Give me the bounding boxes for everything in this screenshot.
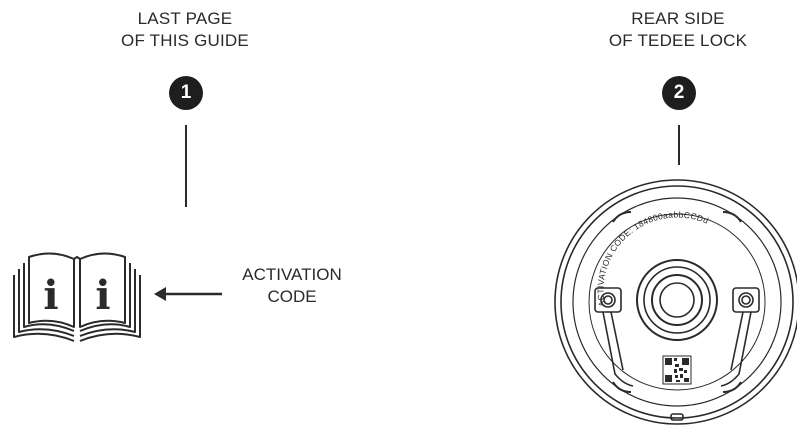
step-2-connector-line: [678, 125, 680, 165]
left-caption-line1: LAST PAGE: [137, 9, 233, 28]
left-caption-line2: OF THIS GUIDE: [121, 31, 249, 50]
book-left-glyph: i: [43, 272, 58, 319]
tedee-lock-rear-icon: ACTIVATION CODE: 184800aabbCCDd: [554, 179, 797, 425]
step-2-badge: 2: [662, 76, 696, 110]
left-arrow-icon: [154, 287, 222, 301]
right-caption-line1: REAR SIDE: [631, 9, 725, 28]
right-caption-line2: OF TEDEE LOCK: [608, 31, 748, 50]
right-caption: REAR SIDE OF TEDEE LOCK: [578, 8, 778, 52]
step-1-badge: 1: [169, 76, 203, 110]
left-caption: LAST PAGE OF THIS GUIDE: [85, 8, 285, 52]
qr-code-icon: [662, 355, 692, 385]
activation-code-label: ACTIVATION CODE: [222, 264, 362, 308]
activation-label-line1: ACTIVATION: [242, 265, 342, 284]
open-book-icon: i i: [13, 252, 141, 342]
book-right-glyph: i: [95, 272, 110, 319]
step-1-connector-line: [185, 125, 187, 207]
activation-label-line2: CODE: [267, 287, 317, 306]
